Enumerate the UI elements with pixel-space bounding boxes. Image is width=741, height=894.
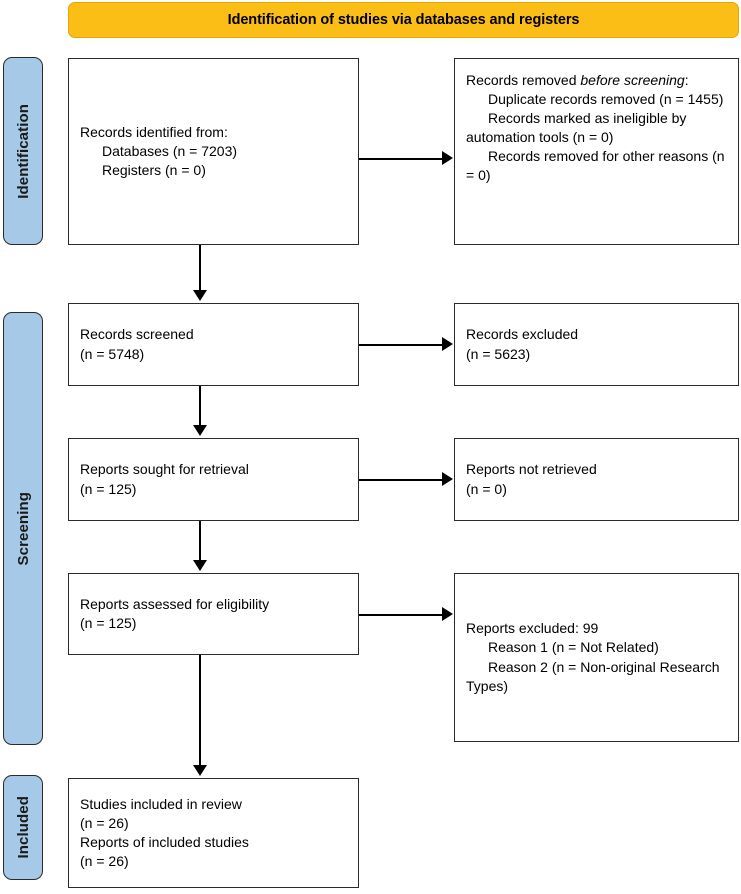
arrow-screened-to-excluded-line: [359, 344, 444, 346]
box-reports-excluded: Reports excluded: 99 Reason 1 (n = Not Re…: [454, 573, 739, 742]
box-reports-sought-text: Reports sought for retrieval (n = 125): [80, 460, 249, 498]
arrow-sought-to-not-retrieved-head: [442, 472, 453, 486]
box-records-screened-text: Records screened (n = 5748): [80, 325, 194, 363]
box-reports-sought: Reports sought for retrieval (n = 125): [68, 438, 359, 521]
box-reports-assessed-text: Reports assessed for eligibility (n = 125…: [80, 595, 269, 633]
arrow-screened-to-sought-head: [193, 425, 207, 436]
arrow-identified-to-removed-line: [359, 158, 444, 160]
studies-included-line2: (n = 26): [80, 814, 129, 831]
reports-sought-line2: (n = 125): [80, 480, 137, 497]
studies-included-line3: Reports of included studies: [80, 834, 249, 850]
box-records-excluded: Records excluded (n = 5623): [454, 303, 739, 386]
arrow-assessed-to-excluded-head: [442, 607, 453, 621]
box-records-identified: Records identified from: Databases (n = 7…: [68, 58, 359, 245]
reports-assessed-line2: (n = 125): [80, 615, 137, 631]
box-reports-not-retrieved: Reports not retrieved (n = 0): [454, 438, 739, 521]
diagram-banner-title: Identification of studies via databases …: [68, 2, 739, 38]
records-removed-lead: Records removed: [466, 72, 581, 88]
records-identified-line3: Registers (n = 0): [102, 162, 206, 179]
reports-excluded-line1: Reports excluded: 99: [466, 620, 599, 637]
box-reports-excluded-text: Reports excluded: 99 Reason 1 (n = Not Re…: [466, 619, 727, 695]
box-reports-assessed: Reports assessed for eligibility (n = 125…: [68, 573, 359, 655]
records-excluded-line1: Records excluded: [466, 326, 579, 343]
box-studies-included-text: Studies included in review (n = 26) Report…: [80, 795, 249, 871]
phase-bar-identification-label: Identification: [14, 103, 32, 199]
arrow-identified-to-screened-head: [193, 290, 207, 301]
reports-not-retrieved-line1: Reports not retrieved: [466, 461, 597, 478]
arrow-assessed-to-excluded-line: [359, 614, 444, 616]
box-records-identified-text: Records identified from: Databases (n = 7…: [80, 123, 237, 180]
arrow-sought-to-assessed-head: [193, 560, 207, 571]
banner-label: Identification of studies via databases …: [227, 12, 580, 28]
records-removed-item1: Duplicate records removed (n = 1455): [488, 91, 724, 108]
box-records-screened: Records screened (n = 5748): [68, 303, 359, 386]
phase-bar-screening: Screening: [3, 312, 43, 745]
box-records-excluded-text: Records excluded (n = 5623): [466, 325, 578, 363]
box-records-removed-text: Records removed before screening: Duplica…: [466, 71, 727, 185]
arrow-screened-to-excluded-head: [442, 337, 453, 351]
records-removed-item2: Records marked as ineligible by automati…: [466, 110, 691, 146]
phase-bar-included-label: Included: [14, 796, 32, 859]
box-records-removed: Records removed before screening: Duplica…: [454, 58, 739, 245]
records-identified-line2: Databases (n = 7203): [102, 142, 238, 159]
records-screened-line2: (n = 5748): [80, 345, 145, 362]
arrow-identified-to-removed-head: [442, 151, 453, 165]
reports-assessed-line1: Reports assessed for eligibility: [80, 595, 270, 612]
arrow-identified-to-screened-line: [199, 245, 201, 292]
box-studies-included: Studies included in review (n = 26) Report…: [68, 778, 359, 888]
records-excluded-line2: (n = 5623): [466, 345, 531, 362]
records-identified-line1: Records identified from:: [80, 123, 228, 140]
reports-not-retrieved-line2: (n = 0): [466, 480, 507, 497]
studies-included-line4: (n = 26): [80, 853, 129, 870]
records-removed-item3: Records removed for other reasons (n = 0…: [466, 148, 729, 184]
records-removed-lead-colon: :: [684, 72, 689, 88]
phase-bar-identification: Identification: [3, 57, 43, 245]
arrow-assessed-to-included-head: [193, 765, 207, 776]
records-screened-line1: Records screened: [80, 326, 194, 343]
arrow-screened-to-sought-line: [199, 386, 201, 427]
reports-excluded-item2: Reason 2 (n = Non-original Research Type…: [466, 658, 724, 694]
phase-bar-screening-label: Screening: [14, 491, 32, 566]
studies-included-line1: Studies included in review: [80, 795, 242, 812]
arrow-sought-to-not-retrieved-line: [359, 479, 444, 481]
records-removed-lead-italic: before screening: [580, 72, 685, 88]
box-reports-not-retrieved-text: Reports not retrieved (n = 0): [466, 460, 597, 498]
reports-sought-line1: Reports sought for retrieval: [80, 461, 249, 478]
arrow-sought-to-assessed-line: [199, 521, 201, 562]
phase-bar-included: Included: [3, 775, 43, 880]
reports-excluded-item1: Reason 1 (n = Not Related): [488, 639, 659, 656]
arrow-assessed-to-included-line: [199, 655, 201, 767]
